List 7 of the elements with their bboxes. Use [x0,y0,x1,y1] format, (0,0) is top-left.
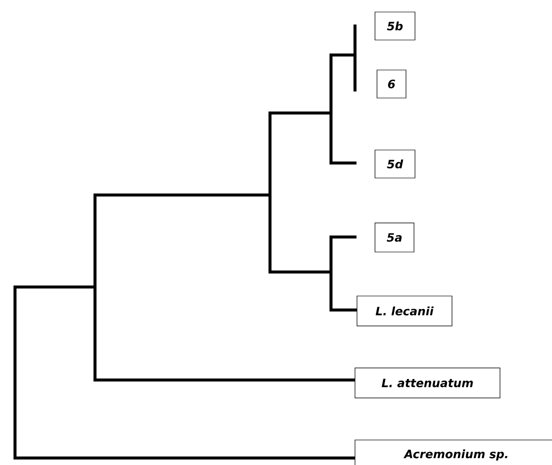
taxon-label-box: L. lecanii [356,296,452,326]
taxon-label-box: 5d [374,150,416,178]
taxon-label-box: L. attenuatum [354,368,500,398]
taxon-label-box: 5b [374,12,416,40]
taxon-label-box: 5a [374,222,414,252]
taxon-label-box: 6 [376,70,406,98]
taxon-label-box: Acremonium sp. [354,440,552,465]
